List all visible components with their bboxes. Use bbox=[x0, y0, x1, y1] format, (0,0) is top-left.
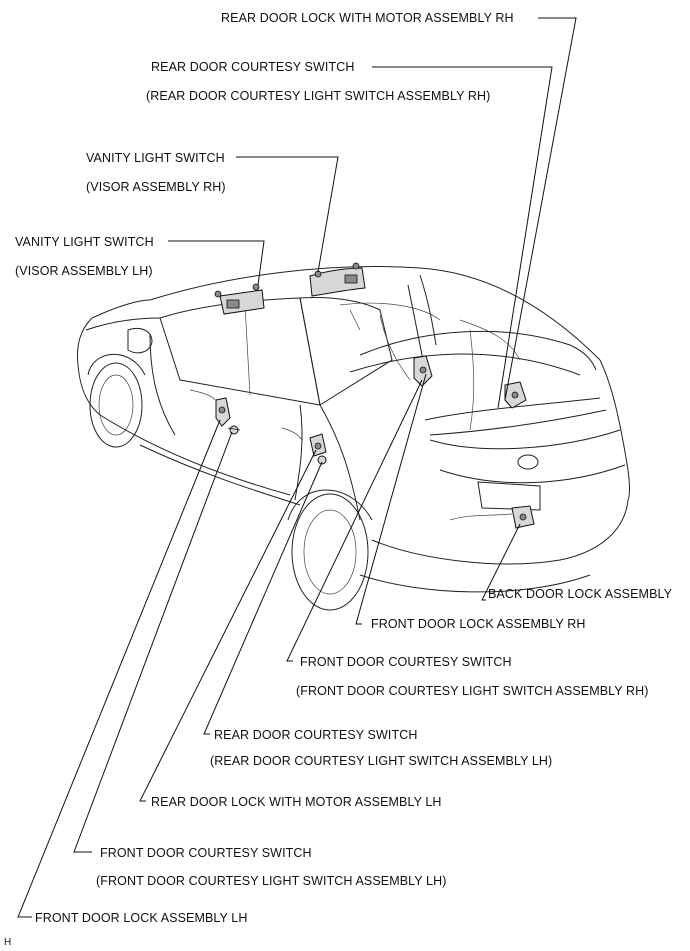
visor-lh bbox=[214, 283, 265, 315]
label-vanity-rh: VANITY LIGHT SWITCH bbox=[86, 151, 225, 165]
label-front-courtesy-switch-rh-sub: (FRONT DOOR COURTESY LIGHT SWITCH ASSEMB… bbox=[296, 684, 649, 698]
label-rear-door-lock-lh: REAR DOOR LOCK WITH MOTOR ASSEMBLY LH bbox=[151, 795, 442, 809]
label-rear-door-lock-rh: REAR DOOR LOCK WITH MOTOR ASSEMBLY RH bbox=[221, 11, 514, 25]
leader-lines bbox=[17, 17, 577, 918]
label-back-door-lock: BACK DOOR LOCK ASSEMBLY bbox=[488, 587, 673, 601]
label-front-door-lock-lh: FRONT DOOR LOCK ASSEMBLY LH bbox=[35, 911, 248, 925]
label-vanity-lh: VANITY LIGHT SWITCH bbox=[15, 235, 154, 249]
rear-door-lock-lh bbox=[309, 433, 327, 457]
label-rear-courtesy-switch-lh: REAR DOOR COURTESY SWITCH bbox=[214, 728, 418, 742]
front-courtesy-switch-lh bbox=[227, 425, 241, 435]
back-door-lock bbox=[449, 505, 535, 529]
label-vanity-rh-sub: (VISOR ASSEMBLY RH) bbox=[86, 180, 226, 194]
front-door-lock-rh bbox=[413, 355, 433, 387]
label-rear-courtesy-switch-lh-sub: (REAR DOOR COURTESY LIGHT SWITCH ASSEMBL… bbox=[210, 754, 553, 768]
car-body bbox=[77, 266, 630, 611]
label-rear-courtesy-switch-rh-sub: (REAR DOOR COURTESY LIGHT SWITCH ASSEMBL… bbox=[146, 89, 491, 103]
rear-courtesy-switch-lh bbox=[317, 455, 327, 465]
label-front-courtesy-switch-rh: FRONT DOOR COURTESY SWITCH bbox=[300, 655, 512, 669]
label-rear-courtesy-switch-rh: REAR DOOR COURTESY SWITCH bbox=[151, 60, 355, 74]
label-front-door-lock-rh: FRONT DOOR LOCK ASSEMBLY RH bbox=[371, 617, 586, 631]
visor-rh bbox=[309, 262, 366, 297]
label-front-courtesy-switch-lh: FRONT DOOR COURTESY SWITCH bbox=[100, 846, 312, 860]
corner-mark: H bbox=[4, 937, 12, 948]
front-door-lock-lh bbox=[215, 397, 231, 427]
label-vanity-lh-sub: (VISOR ASSEMBLY LH) bbox=[15, 264, 153, 278]
rear-door-lock-rh bbox=[504, 381, 527, 409]
label-front-courtesy-switch-lh-sub: (FRONT DOOR COURTESY LIGHT SWITCH ASSEMB… bbox=[96, 874, 447, 888]
